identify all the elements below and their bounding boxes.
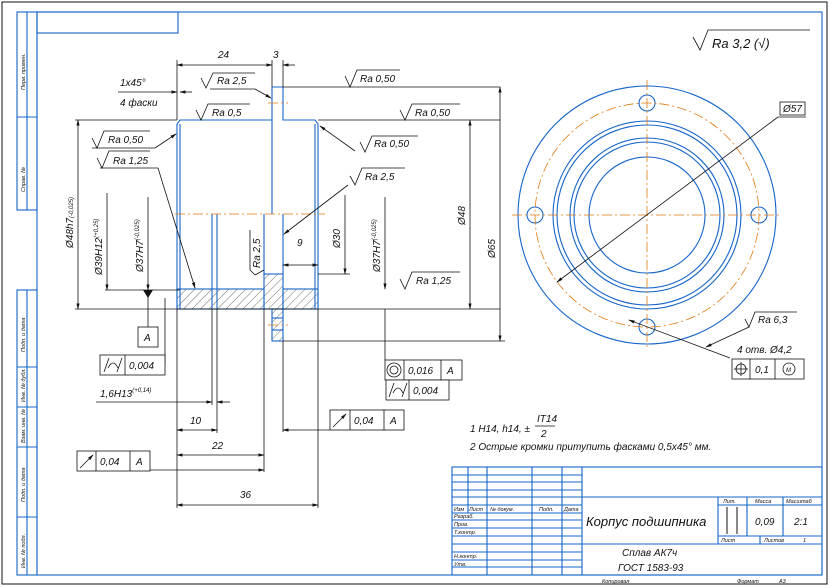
margin-label: Подп. и дата (21, 318, 27, 352)
format-label: Формат (737, 579, 759, 585)
material-line-2: ГОСТ 1583-93 (618, 563, 684, 574)
sheet-label: Лист (720, 538, 736, 544)
general-roughness: Ra 3,2 (√) (692, 29, 810, 51)
lit-label: Лит. (722, 499, 736, 505)
dim-d48h7: Ø48h7(-0,025) (65, 197, 76, 249)
dim-9: 9 (297, 238, 303, 249)
note-1-denominator: 2 (540, 429, 547, 440)
scale-value: 2:1 (793, 517, 808, 528)
concentricity-icon (386, 362, 402, 378)
tolerance-value: 0,04 (100, 457, 120, 468)
part-name: Корпус подшипника (586, 514, 706, 529)
dim-chamfer: 1x45° (120, 78, 146, 89)
format-value: А3 (778, 579, 787, 585)
position-frame: 0,1 M (731, 358, 805, 380)
roughness-mid-right: Ra 2,5 (365, 172, 395, 183)
sheets-label: Листов (763, 538, 784, 544)
flatness-frame-left: 0,004 (99, 354, 166, 376)
tolerance-value: 0,1 (755, 365, 769, 376)
runout-frame-right: 0,04 A (329, 409, 405, 431)
roughness-flange: Ra 6,3 (758, 315, 788, 326)
dim-d57: Ø57 (782, 104, 802, 115)
role-label: Разраб. (454, 514, 474, 520)
margin-label: Перв. примен. (21, 53, 27, 90)
inner-frame (36, 11, 823, 576)
dim-d37h7-right: Ø37H7(-0,025) (372, 219, 383, 273)
tolerance-datum: A (135, 457, 143, 468)
general-roughness-label: Ra 3,2 (√) (712, 36, 770, 51)
role-label: Т.контр. (454, 530, 476, 536)
side-view: Ø57 Ra 6,3 4 отв. Ø4,2 0,1 M (512, 80, 806, 380)
tolerance-value: 0,04 (354, 416, 374, 427)
role-label: Пров. (454, 522, 469, 528)
dim-22: 22 (211, 441, 224, 452)
dim-h13: 1,6H13(+0,14) (100, 388, 151, 400)
dim-d48: Ø48 (457, 206, 468, 226)
material-line-1: Сплав АК7ч (622, 548, 677, 559)
margin-label: Инв. № дубл. (21, 368, 27, 402)
tolerance-value: 0,004 (413, 386, 438, 397)
tolerance-datum: A (389, 416, 397, 427)
col-header: Дата (563, 507, 579, 513)
holes-callout: 4 отв. Ø4,2 (737, 345, 792, 356)
dim-chamfer-count: 4 фаски (120, 97, 158, 109)
col-header: Изм (454, 507, 464, 513)
tolerance-value: 0,004 (129, 361, 154, 372)
tolerance-value: 0,016 (408, 366, 433, 377)
note-1-numerator: IT14 (537, 414, 557, 425)
dim-d65: Ø65 (487, 239, 498, 259)
title-block: Изм Лист № докум. Подп. Дата Разраб. Про… (451, 466, 823, 585)
col-header: Лист (468, 507, 484, 513)
top-left-box (36, 11, 179, 34)
col-header: Подп. (539, 507, 554, 513)
role-label: Утв. (453, 562, 467, 568)
dim-d37h7-left: Ø37H7(-0,025) (135, 219, 146, 273)
runout-frame-left: 0,04 A (76, 450, 151, 472)
roughness-bottom-right: Ra 1,25 (416, 276, 451, 287)
role-label: Н.контр. (454, 554, 477, 560)
datum-box (137, 326, 159, 348)
roughness-inner-right: Ra 0,50 (374, 139, 409, 150)
front-view: Ra 2,5 Ra 0,5 Ra 0,50 Ra 0,50 Ra 0,50 Ra… (65, 50, 505, 508)
dim-d39h12: Ø39H12(+0,25) (94, 219, 105, 276)
roughness-stem-top: Ra 2,5 (217, 76, 247, 87)
tolerance-datum: A (446, 366, 454, 377)
cylindricity-icon (388, 382, 408, 398)
dim-3: 3 (273, 50, 279, 61)
margin-label: Инв. № подл. (21, 534, 27, 568)
mass-label: Масса (755, 499, 771, 505)
roughness-flange-top: Ra 0,5 (212, 108, 242, 119)
cylindricity-icon (103, 357, 123, 373)
d57-box (779, 101, 806, 116)
dim-24: 24 (217, 50, 230, 61)
scale-label: Масштаб (786, 499, 813, 505)
margin-label: Справ. № (21, 167, 27, 192)
datum-triangle (143, 290, 153, 298)
roughness-vertical: Ra 2,5 (252, 238, 263, 268)
col-header: № докум. (490, 507, 514, 513)
roughness-left-bore: Ra 1,25 (113, 156, 148, 167)
runout-icon (79, 454, 94, 469)
dim-10: 10 (190, 416, 202, 427)
material-condition: M (786, 368, 791, 374)
flatness-frame-right: 0,004 (385, 379, 450, 401)
runout-icon (332, 413, 347, 428)
roughness-left-face: Ra 0,50 (108, 135, 143, 146)
roughness-right-face: Ra 0,50 (415, 108, 450, 119)
sheets-value: 1 (803, 538, 806, 544)
margin-label: Взам. инв. № (21, 409, 27, 443)
note-2: 2 Острые кромки притупить фасками 0,5x45… (469, 441, 711, 453)
roughness-top-right: Ra 0,50 (360, 74, 395, 85)
datum-label: A (143, 333, 151, 344)
dim-36: 36 (240, 490, 252, 501)
dim-d30: Ø30 (332, 229, 343, 249)
margin-strip: Перв. примен. Справ. № Подп. и дата Инв.… (16, 11, 38, 576)
note-1: 1 H14, h14, ± (470, 424, 530, 435)
technical-notes: 1 H14, h14, ± IT14 2 2 Острые кромки при… (469, 414, 711, 453)
concentricity-frame: 0,016 A (384, 359, 463, 381)
margin-label: Подп. и дата (21, 468, 27, 502)
mass-value: 0,09 (755, 517, 775, 528)
copied-label: Копировал (602, 579, 629, 585)
